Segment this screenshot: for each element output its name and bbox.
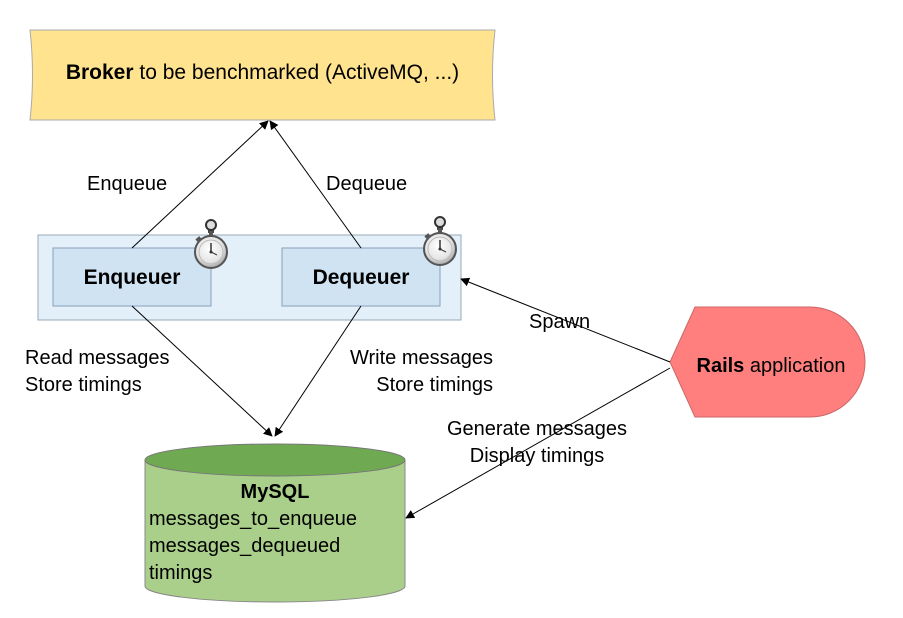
spawn-edge [460, 277, 671, 363]
enqueuer-label: Enqueuer [83, 266, 181, 289]
rails-db-label-line1: Generate messages [446, 418, 628, 440]
dequeuer-db-label-line2: Store timings [376, 374, 493, 396]
rails-name: Rails [696, 355, 745, 377]
broker-node [29, 29, 496, 121]
broker-name: Broker [65, 61, 134, 84]
broker-label: Broker to be benchmarked (ActiveMQ, ...) [30, 59, 495, 86]
dequeuer-node [281, 247, 441, 307]
dequeuer-db-label-line1: Write messages [349, 347, 493, 369]
enqueue-label: Enqueue [87, 173, 168, 195]
mysql-table-messages-to-enqueue: messages_to_enqueue [149, 508, 357, 530]
dequeuer-label: Dequeuer [312, 266, 410, 289]
enqueue-edge [131, 120, 269, 249]
rails-node [669, 306, 866, 418]
stopwatch-icon [423, 216, 457, 266]
enqueuer-db-edge [131, 305, 273, 437]
rails-db-edge [405, 367, 671, 519]
broker-description: to be benchmarked (ActiveMQ, ...) [133, 61, 460, 84]
dequeuer-db-edge [274, 305, 362, 437]
mysql-table-timings: timings [149, 562, 213, 584]
stopwatch-icon [194, 219, 228, 269]
rails-description: application [744, 355, 846, 377]
mysql-label: MySQL [240, 481, 310, 503]
spawn-label: Spawn [529, 311, 591, 333]
enqueuer-db-label-line1: Read messages [25, 347, 170, 369]
enqueuer-db-label-line2: Store timings [25, 374, 142, 396]
mysql-database-top [144, 443, 406, 477]
dequeue-label: Dequeue [326, 173, 408, 195]
mysql-table-messages-dequeued: messages_dequeued [149, 535, 341, 557]
rails-label: Rails application [672, 353, 870, 380]
dequeue-edge [269, 120, 362, 249]
rails-db-label-line2: Display timings [469, 445, 605, 467]
mysql-database-node [144, 459, 406, 603]
